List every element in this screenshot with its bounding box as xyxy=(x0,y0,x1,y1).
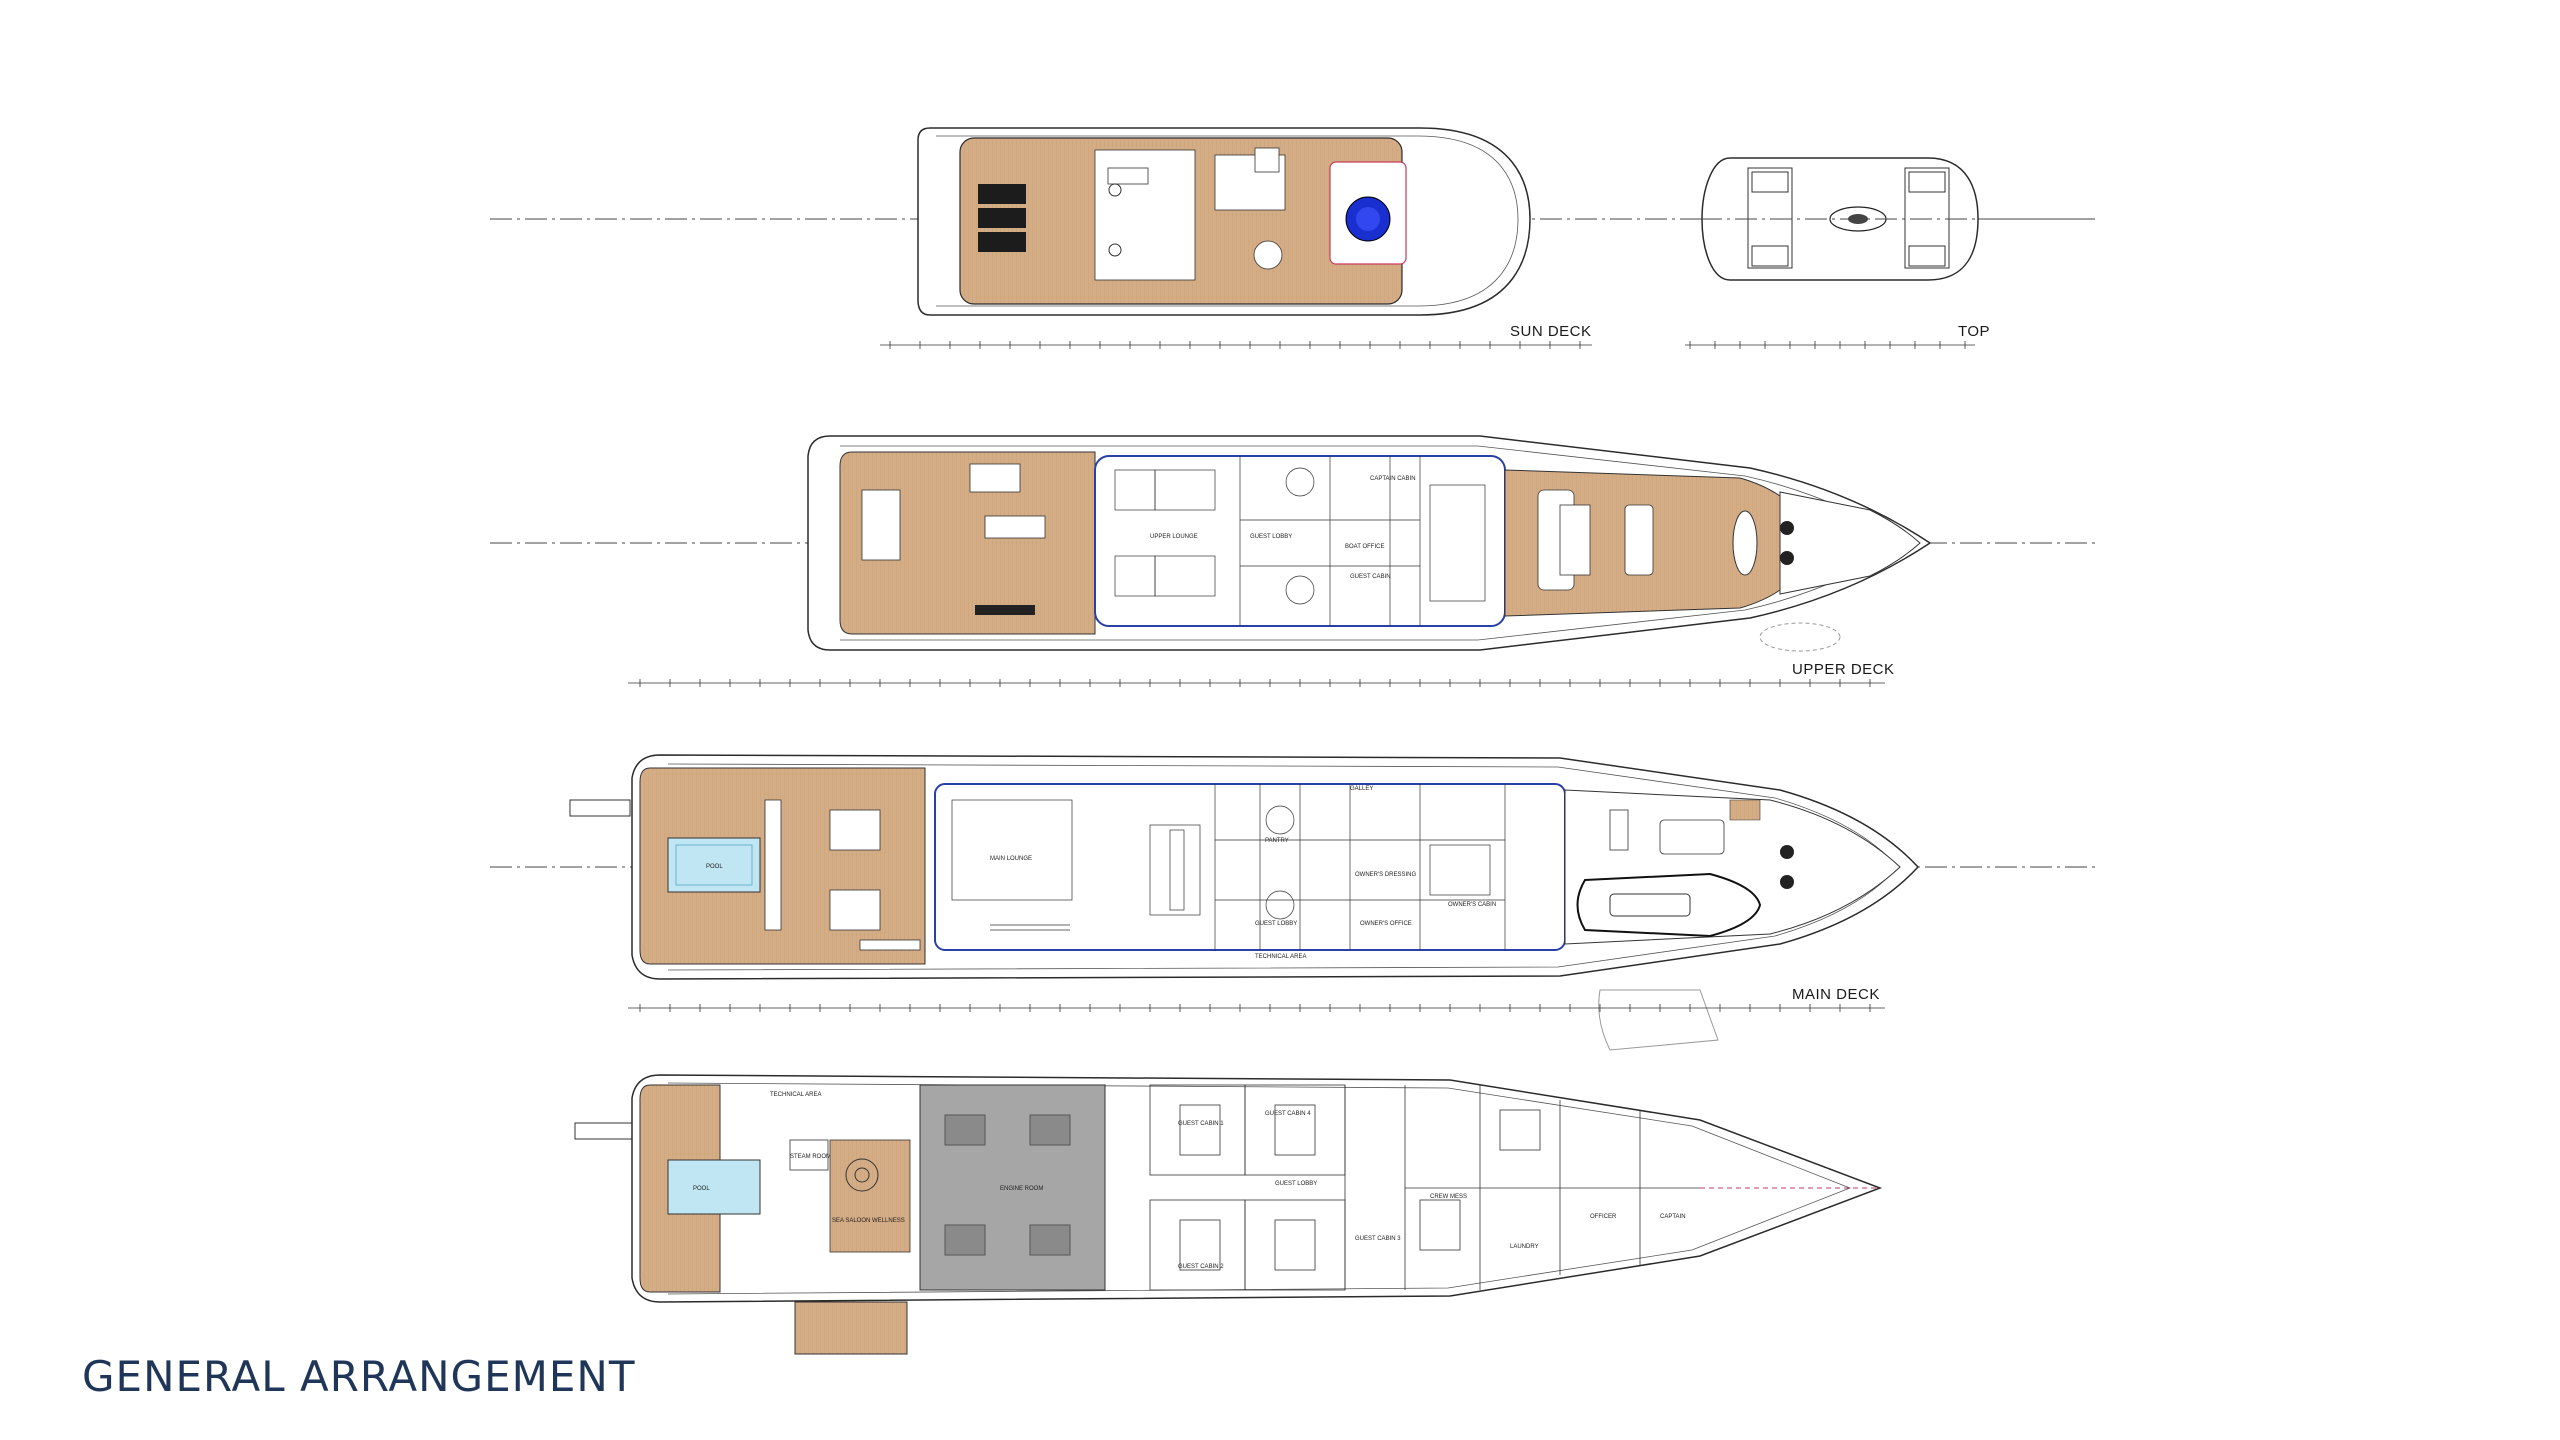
lower-pool-label: POOL xyxy=(693,1186,710,1192)
main-technical-area-label: TECHNICAL AREA xyxy=(1255,954,1306,960)
main-guest-lobby-label: GUEST LOBBY xyxy=(1255,921,1297,927)
guest-cabin-1-label: GUEST CABIN 1 xyxy=(1178,1121,1224,1127)
galley-label: GALLEY xyxy=(1350,786,1373,792)
guest-cabin-2-label: GUEST CABIN 2 xyxy=(1178,1264,1224,1270)
sun-deck-table xyxy=(1253,240,1283,270)
guest-cabin-4-label: GUEST CABIN 4 xyxy=(1265,1111,1311,1117)
lower-deck-pool xyxy=(667,1159,761,1215)
captain-label: CAPTAIN xyxy=(1660,1214,1686,1220)
lower-swim-platform xyxy=(794,1301,908,1355)
captain-cabin-label: CAPTAIN CABIN xyxy=(1370,476,1416,482)
owners-office-label: OWNER'S OFFICE xyxy=(1360,921,1412,927)
page-title: GENERAL ARRANGEMENT xyxy=(82,1352,636,1401)
guest-cabin-3-label: GUEST CABIN 3 xyxy=(1355,1236,1401,1242)
sun-deck-plan: SUN DECK xyxy=(490,127,2095,349)
upper-guest-cabin-label: GUEST CABIN xyxy=(1350,574,1391,580)
sun-loungers xyxy=(978,184,1026,252)
upper-lounge-label: UPPER LOUNGE xyxy=(1150,534,1198,540)
lower-guest-lobby-label: GUEST LOBBY xyxy=(1275,1181,1317,1187)
upper-deck-plan: UPPER LOUNGE CAPTAIN CABIN BOAT OFFICE G… xyxy=(490,435,2095,687)
owners-dressing-label: OWNER'S DRESSING xyxy=(1355,872,1416,878)
steam-room-label: STEAM ROOM xyxy=(790,1154,831,1160)
upper-guest-lobby-label: GUEST LOBBY xyxy=(1250,534,1292,540)
upper-deck-label: UPPER DECK xyxy=(1792,661,1895,678)
lower-deck-plan: POOL STEAM ROOM SEA SALOON WELLNESS ENGI… xyxy=(574,1074,1883,1355)
upper-interior xyxy=(1094,455,1506,627)
main-deck-plan: POOL MAIN LOUNGE PANTRY OWNER'S DRESSING… xyxy=(490,754,2095,1051)
upper-tender-icon xyxy=(1732,510,1758,576)
lower-deck-hull xyxy=(631,1074,1883,1303)
upper-dining-table xyxy=(984,515,1046,539)
wellness-teak xyxy=(829,1139,911,1253)
upper-deck-aft-teak xyxy=(839,451,1096,635)
main-deck-label: MAIN DECK xyxy=(1792,986,1880,1003)
sun-deck-label: SUN DECK xyxy=(1510,323,1592,340)
main-lounge-label: MAIN LOUNGE xyxy=(990,856,1032,862)
laundry-label: LAUNDRY xyxy=(1510,1244,1539,1250)
top-deck-label: TOP xyxy=(1958,323,1990,340)
main-deck-pool xyxy=(667,837,761,893)
crew-mess-label: CREW MESS xyxy=(1430,1194,1467,1200)
owners-cabin-label: OWNER'S CABIN xyxy=(1448,902,1496,908)
pantry-label: PANTRY xyxy=(1265,838,1289,844)
top-deck-plan: TOP xyxy=(1685,157,2095,349)
main-pool-label: POOL xyxy=(706,864,723,870)
boat-office-label: BOAT OFFICE xyxy=(1345,544,1384,550)
engine-room-label: ENGINE ROOM xyxy=(1000,1186,1043,1192)
sea-saloon-wellness-label: SEA SALOON WELLNESS xyxy=(832,1218,905,1224)
officer-label: OFFICER xyxy=(1590,1214,1617,1220)
lower-technical-area-label: TECHNICAL AREA xyxy=(770,1092,821,1098)
